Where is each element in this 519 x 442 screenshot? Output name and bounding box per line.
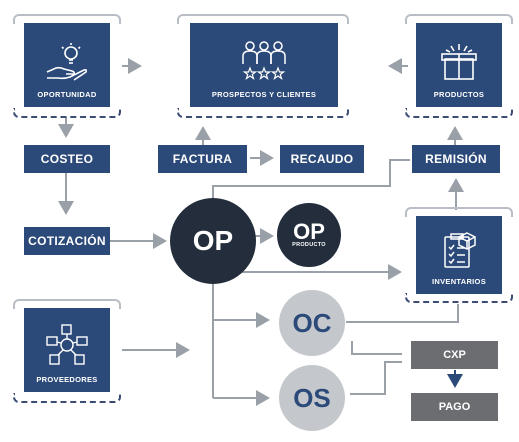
oc-circle[interactable]: OC [279,290,345,356]
prospectos-label: PROSPECTOS Y CLIENTES [211,90,317,99]
factura-box[interactable]: FACTURA [158,145,247,173]
oportunidad-frame [13,14,121,118]
productos-frame [405,14,513,118]
op-producto-title: OP [293,219,325,244]
gift-box-icon [441,44,477,80]
recaudo-box[interactable]: RECAUDO [280,145,364,173]
remision-box[interactable]: REMISIÓN [412,145,500,173]
prospectos-frame [177,14,349,118]
os-label: OS [293,382,331,413]
inventarios-card[interactable]: INVENTARIOS [416,216,502,294]
oportunidad-label: OPORTUNIDAD [37,90,97,99]
proveedores-card[interactable]: PROVEEDORES [24,308,110,392]
productos-card[interactable]: PRODUCTOS [416,23,502,107]
pago-box[interactable]: PAGO [411,393,498,421]
lightbulb-hand-icon [46,43,88,81]
op-circle[interactable]: OP [170,198,256,284]
prospectos-card[interactable]: PROSPECTOS Y CLIENTES [190,23,338,107]
oportunidad-card[interactable]: OPORTUNIDAD [24,23,110,107]
costeo-box[interactable]: COSTEO [24,145,110,173]
clipboard-checklist-icon [444,232,476,268]
os-circle[interactable]: OS [279,365,345,431]
proveedores-frame [13,299,121,403]
productos-label: PRODUCTOS [433,90,485,99]
oc-label: OC [292,307,332,338]
proveedores-label: PROVEEDORES [36,375,98,384]
cotizacion-box[interactable]: COTIZACIÓN [24,227,110,255]
inventarios-frame [405,207,513,303]
op-producto-circle[interactable]: OP PRODUCTO [277,203,341,267]
inventarios-label: INVENTARIOS [432,277,486,286]
op-label: OP [192,225,234,256]
op-producto-sub: PRODUCTO [292,242,326,248]
cxp-box[interactable]: CXP [411,341,498,369]
people-rating-icon [242,41,286,81]
supplier-network-icon [46,324,88,365]
